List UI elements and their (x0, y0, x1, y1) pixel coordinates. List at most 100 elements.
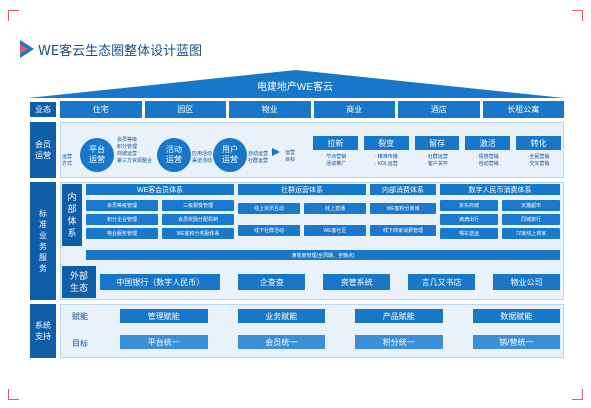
external-ecosystem-label: 外部 生态 (62, 266, 96, 298)
note: 第三方资源整合 (117, 158, 153, 164)
goal-point: · KOL运营 (374, 161, 398, 167)
system-cell: 积分企业管理 (86, 214, 158, 225)
enable-item: 数据赋能 (472, 309, 560, 323)
goal-point: ·社群运营 (426, 154, 448, 160)
goal-point: ·情感营销 (476, 154, 499, 160)
goal-column: 激活 ·情感营销 ·自动营销 (465, 136, 511, 176)
partner-item: 资管系统 (323, 274, 391, 290)
step-notes: 会员等级 积分管理 商城运营 第三方资源整合 (117, 137, 152, 165)
note: 自动运营 (248, 151, 269, 157)
ops-goal-label: 运营 目标 (285, 150, 296, 163)
partner-item: 中国银行（数字人民币） (100, 274, 221, 290)
system-title: 数字人民币消费体系 (440, 184, 560, 195)
row-label-enable: 赋能 (72, 312, 88, 321)
ops-method-label: 运营 方式 (62, 154, 73, 167)
note: 社群运营 (248, 158, 269, 164)
step-notes: 应用活动 渠道活动 (192, 151, 212, 165)
enable-item: 产品赋能 (355, 309, 443, 323)
step-activity-ops: 活动 运营 (157, 138, 191, 172)
row-label-member-ops: 会员 运营 (30, 122, 56, 178)
system-cell: WE客积分商城 (370, 203, 436, 214)
corner-mark-top-left (8, 10, 19, 21)
goal-title: 裂变 (363, 136, 409, 150)
enable-items: 管理赋能 业务赋能 产品赋能 数据赋能 (120, 309, 560, 323)
system-title: 社群运营体系 (238, 184, 366, 195)
system-cell: 会员奖励分配机制 (162, 214, 234, 225)
business-item: 商业 (313, 101, 395, 118)
system-cell: 同城旅行 (502, 214, 560, 225)
note: 应用活动 (192, 151, 213, 157)
system-internal-consumption: 内部消费体系 WE客积分商城 线下商家消费管理 (370, 184, 436, 246)
goal-point: ·全民营销 (527, 154, 550, 160)
system-cells: 线上资讯互动 线上直播 线下社群活动 WE客社区 (238, 203, 366, 236)
system-cell: 7Z家线上商家 (502, 228, 560, 239)
business-item: 物业 (229, 101, 311, 118)
target-items: 平台统一 会员统一 积分统一 销/营统一 (120, 335, 560, 349)
roof-label: 电建地产WE客云 (256, 81, 334, 93)
system-cell: 线下商家消费管理 (370, 225, 436, 236)
note: 会员等级 (117, 137, 138, 143)
roof-shape (28, 70, 564, 98)
goal-title: 转化 (516, 136, 561, 150)
corner-mark-bottom-left (8, 389, 19, 400)
target-item: 积分统一 (355, 335, 443, 349)
system-cell: 喂车送运 (440, 228, 498, 239)
row-label-standard-services: 标 准 业 务 服 务 (30, 182, 56, 300)
satisfaction-bar: 满意度管理(全周期、全触点) (86, 250, 560, 260)
goal-title: 留存 (414, 136, 460, 150)
goal-title: 拉新 (313, 136, 358, 150)
member-ops-panel (60, 122, 564, 178)
target-item: 销/营统一 (472, 335, 560, 349)
step-notes: 自动运营 社群运营 (248, 151, 268, 165)
row-label-business: 业态 (30, 102, 56, 117)
note: 商城运营 (117, 151, 138, 157)
goal-point: ·自动营销 (476, 161, 499, 167)
system-cell: WE客社区 (304, 225, 366, 236)
system-cells: 京东商城 天猫超市 滴滴出行 同城旅行 喂车送运 7Z家线上商家 (440, 200, 560, 239)
ops-goals: 拉新 ·节点营销 ·活动推广 裂变 · 精准传播 · KOL运营 留存 ·社群运… (313, 136, 561, 176)
partner-item: 言几又书店 (408, 274, 476, 290)
system-cell: 线上资讯互动 (238, 203, 300, 214)
system-cell: 京东商城 (440, 200, 498, 211)
goal-column: 留存 ·社群运营 ·客户关怀 (414, 136, 460, 176)
step-platform-ops: 平台 运营 (80, 138, 114, 172)
internal-system-label: 内 部 体 系 (62, 184, 82, 246)
system-digital-rmb: 数字人民币消费体系 京东商城 天猫超市 滴滴出行 同城旅行 喂车送运 7Z家线上… (440, 184, 560, 246)
goal-point: ·交叉营销 (527, 161, 550, 167)
business-item: 酒店 (398, 101, 480, 118)
target-item: 会员统一 (237, 335, 325, 349)
business-items: 住宅 园区 物业 商业 酒店 长租公寓 (60, 101, 564, 118)
goal-point: ·节点营销 (324, 154, 347, 160)
partner-item: 物业公司 (493, 274, 560, 290)
page-title: WE客云生态圈整体设计蓝图 (38, 44, 203, 59)
goal-point: ·客户关怀 (426, 161, 448, 167)
goal-point: ·活动推广 (324, 161, 347, 167)
corner-mark-top-right (572, 10, 583, 21)
logo-icon (20, 40, 34, 58)
partner-item: 企查查 (238, 274, 306, 290)
corner-mark-bottom-right (572, 389, 583, 400)
target-item: 平台统一 (120, 335, 208, 349)
goal-title: 激活 (465, 136, 511, 150)
system-cell: 滴滴出行 (440, 214, 498, 225)
external-partners: 中国银行（数字人民币） 企查查 资管系统 言几又书店 物业公司 (100, 274, 560, 290)
system-we-member: WE客会员体系 会员等级管理 三级裂变管理 积分企业管理 会员奖励分配机制 物业… (86, 184, 234, 246)
enable-item: 业务赋能 (237, 309, 325, 323)
goal-column: 裂变 · 精准传播 · KOL运营 (363, 136, 409, 176)
row-label-system-support: 系统 支持 (30, 304, 56, 358)
enable-item: 管理赋能 (120, 309, 208, 323)
system-cell: 线下社群活动 (238, 225, 300, 236)
system-cell: 会员等级管理 (86, 200, 158, 211)
business-item: 住宅 (60, 101, 142, 118)
system-title: WE客会员体系 (86, 184, 234, 195)
step-user-ops: 用户 运营 (213, 138, 247, 172)
goal-point: · 精准传播 (374, 154, 398, 160)
system-cell: 三级裂变管理 (162, 200, 234, 211)
arrow-icon (272, 148, 280, 156)
system-cell: 物业服务管理 (86, 228, 158, 239)
business-item: 长租公寓 (482, 101, 564, 118)
row-label-target: 目标 (72, 339, 88, 348)
system-cell: WE客积分奖励体系 (162, 228, 234, 239)
system-cells: WE客积分商城 线下商家消费管理 (370, 203, 436, 236)
system-community-ops: 社群运营体系 线上资讯互动 线上直播 线下社群活动 WE客社区 (238, 184, 366, 246)
